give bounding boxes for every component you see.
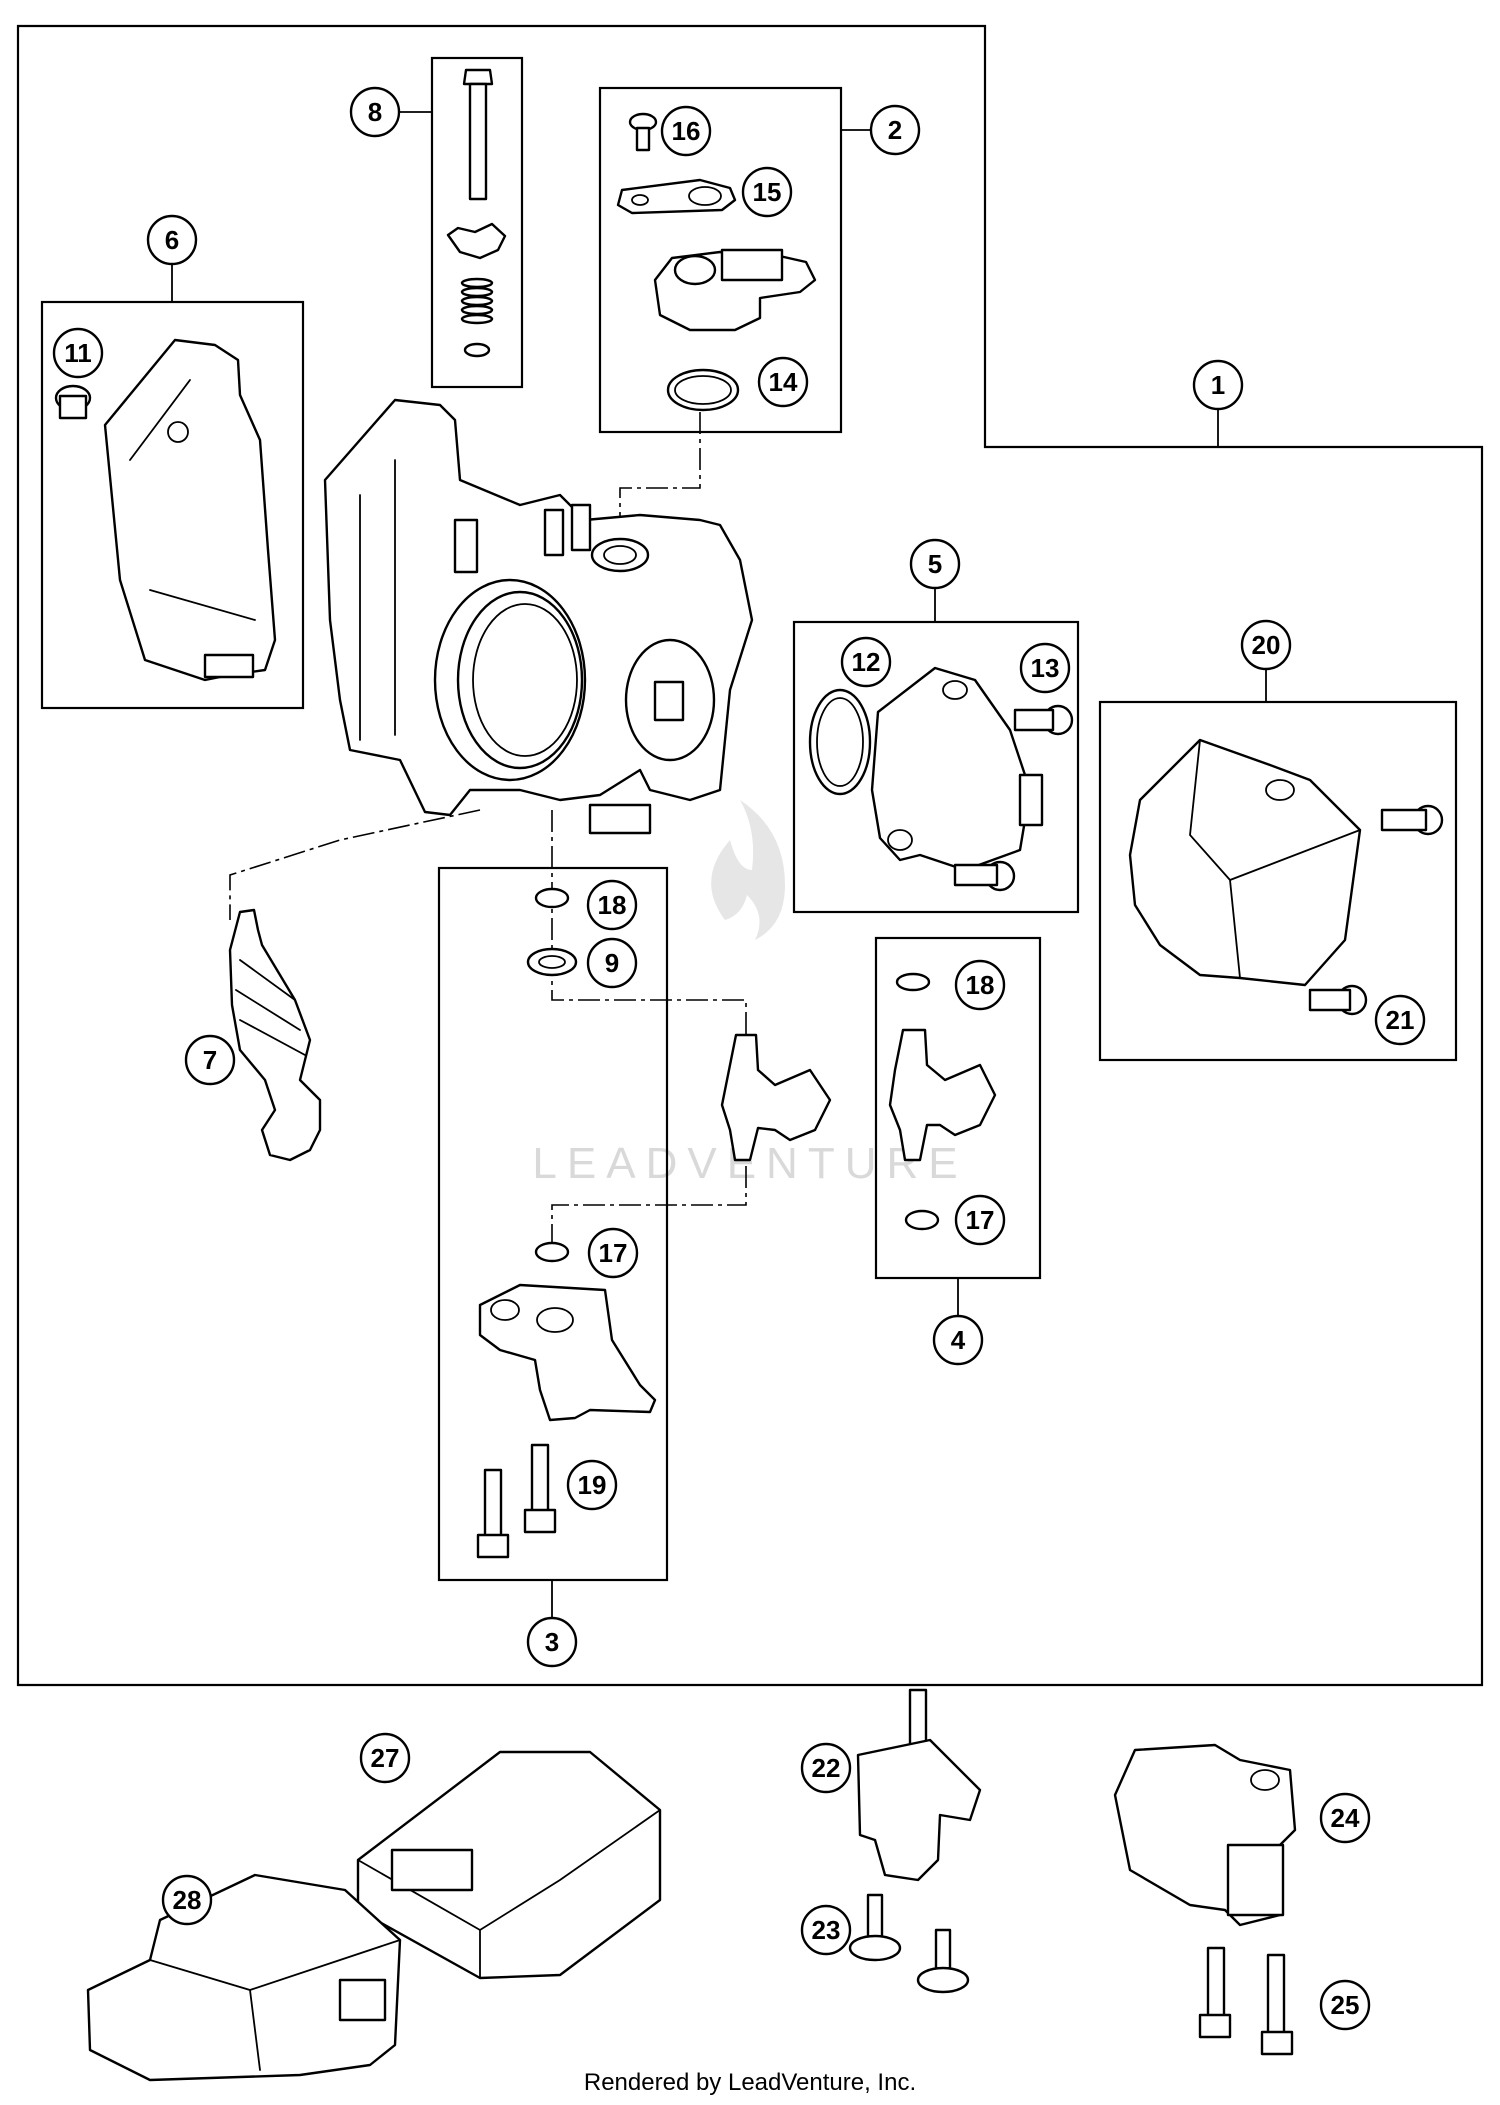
callout-6: 6 <box>146 214 198 266</box>
svg-text:13: 13 <box>1031 653 1060 683</box>
svg-text:5: 5 <box>928 549 942 579</box>
callout-18-kit-4: 18 <box>954 959 1006 1011</box>
svg-text:27: 27 <box>371 1743 400 1773</box>
svg-text:18: 18 <box>966 970 995 1000</box>
svg-text:17: 17 <box>966 1205 995 1235</box>
svg-text:15: 15 <box>753 177 782 207</box>
leader-lines <box>171 111 1267 1619</box>
callout-2: 2 <box>869 104 921 156</box>
svg-text:9: 9 <box>605 948 619 978</box>
kit-box-3 <box>437 866 669 1582</box>
svg-text:11: 11 <box>64 338 92 368</box>
callout-21: 21 <box>1374 994 1426 1046</box>
callout-27: 27 <box>359 1732 411 1784</box>
callout-23: 23 <box>800 1904 852 1956</box>
callout-17-kit-4: 17 <box>954 1194 1006 1246</box>
svg-text:6: 6 <box>165 225 179 255</box>
footer-credit: Rendered by LeadVenture, Inc. <box>584 2069 916 2096</box>
callout-5: 5 <box>909 538 961 590</box>
svg-text:4: 4 <box>951 1325 966 1355</box>
svg-text:7: 7 <box>203 1045 217 1075</box>
callout-19: 19 <box>566 1459 618 1511</box>
part-25-bolts <box>1198 1946 1294 2056</box>
svg-text:8: 8 <box>368 97 382 127</box>
callout-24: 24 <box>1319 1792 1371 1844</box>
callout-22: 22 <box>800 1742 852 1794</box>
svg-text:18: 18 <box>598 890 627 920</box>
svg-text:22: 22 <box>812 1753 841 1783</box>
svg-text:21: 21 <box>1386 1005 1415 1035</box>
kit-box-20 <box>1098 700 1458 1062</box>
kit-20-parts <box>1128 738 1444 1016</box>
callout-9: 9 <box>586 937 638 989</box>
svg-text:1: 1 <box>1211 370 1225 400</box>
svg-text:17: 17 <box>599 1238 628 1268</box>
throttle-body <box>323 398 754 835</box>
svg-text:14: 14 <box>769 367 798 397</box>
part-24-map-sensor <box>1113 1743 1297 1927</box>
svg-text:24: 24 <box>1331 1803 1360 1833</box>
callout-28: 28 <box>161 1874 213 1926</box>
callout-15: 15 <box>741 166 793 218</box>
callout-16: 16 <box>660 105 712 157</box>
callout-12: 12 <box>840 636 892 688</box>
part-27-ecu <box>356 1750 662 1980</box>
callout-8: 8 <box>349 86 401 138</box>
callout-4: 4 <box>932 1314 984 1366</box>
part-22-sensor <box>856 1688 982 1882</box>
svg-text:3: 3 <box>545 1627 559 1657</box>
part-23-screws <box>848 1893 970 1994</box>
kit-3-parts <box>476 887 832 1559</box>
svg-text:19: 19 <box>578 1470 607 1500</box>
svg-text:25: 25 <box>1331 1990 1360 2020</box>
part-28-control-unit <box>86 1873 402 2082</box>
callout-3: 3 <box>526 1616 578 1668</box>
callout-14: 14 <box>757 356 809 408</box>
kit-4-parts <box>888 972 997 1231</box>
part-8-idle-screw <box>446 68 507 358</box>
assembly-lines <box>229 412 747 1255</box>
kit-2-parts <box>616 112 817 412</box>
svg-text:16: 16 <box>672 116 701 146</box>
kit-box-5 <box>792 620 1080 914</box>
kit-5-parts <box>808 666 1074 892</box>
callout-13: 13 <box>1019 642 1071 694</box>
svg-text:2: 2 <box>888 115 902 145</box>
callout-18-kit-3: 18 <box>586 879 638 931</box>
callout-7: 7 <box>184 1034 236 1086</box>
callout-1: 1 <box>1192 359 1244 411</box>
kit-6-parts <box>54 338 277 682</box>
svg-text:12: 12 <box>852 647 881 677</box>
callout-17-kit-3: 17 <box>587 1227 639 1279</box>
callout-25: 25 <box>1319 1979 1371 2031</box>
callout-20: 20 <box>1240 619 1292 671</box>
svg-text:20: 20 <box>1252 630 1281 660</box>
svg-text:28: 28 <box>173 1885 202 1915</box>
main-group-frame <box>16 24 1484 1687</box>
svg-text:23: 23 <box>812 1915 841 1945</box>
kit-box-8 <box>430 56 524 389</box>
callout-11: 11 <box>52 327 104 379</box>
part-7-spark-plug <box>228 908 322 1162</box>
kit-box-2 <box>598 86 843 434</box>
